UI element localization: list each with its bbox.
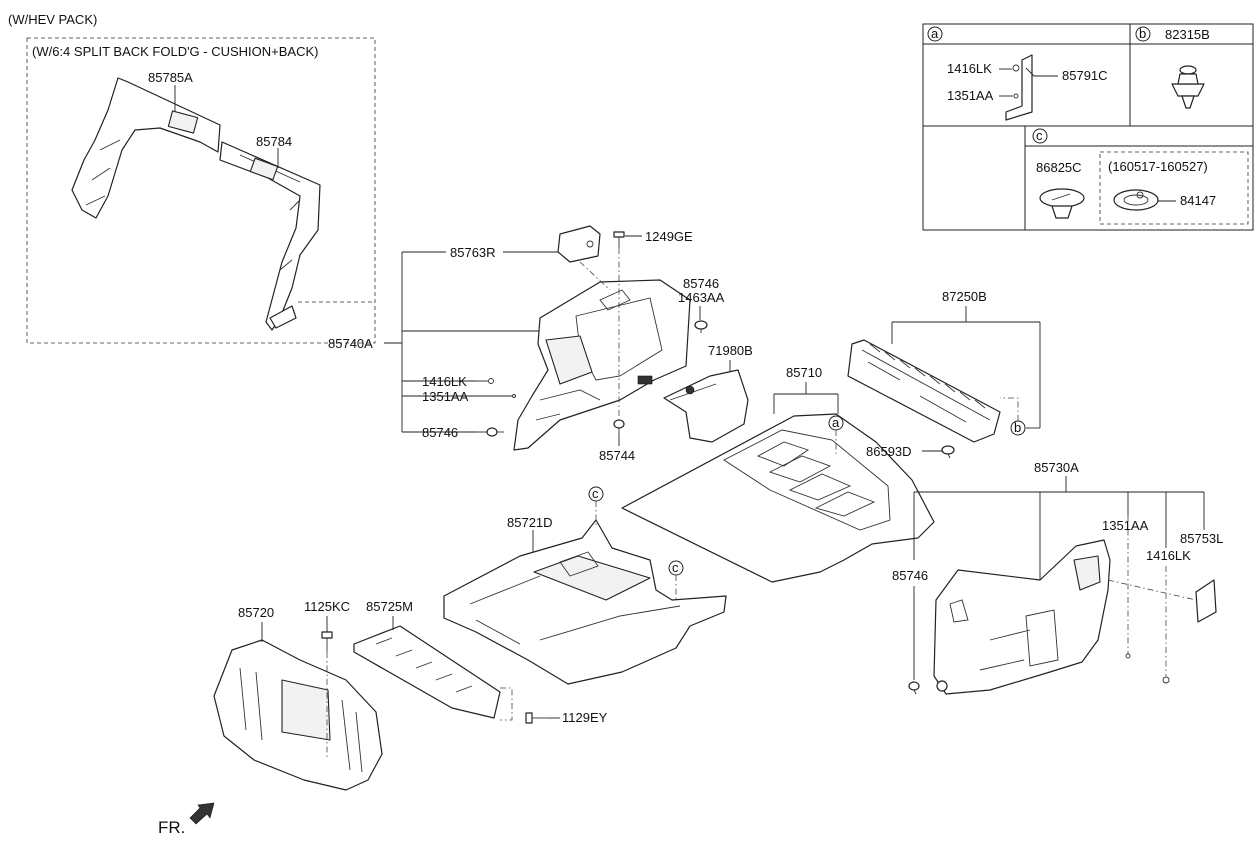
label-85710: 85710 (786, 365, 822, 380)
legend-c-dashed-box (1099, 151, 1249, 225)
label-85740A: 85740A (328, 336, 373, 351)
bolt-1249GE-icon (613, 231, 625, 248)
bracket-85730A (913, 476, 1205, 580)
clip-85746-top-icon (694, 320, 708, 333)
bracket-87250B (891, 306, 1041, 429)
part-71980B[interactable] (663, 369, 749, 443)
bracket-85791C-icon (1005, 54, 1033, 121)
part-85730A[interactable] (933, 539, 1111, 695)
part-85763R[interactable] (557, 225, 601, 263)
label-85785A: 85785A (148, 70, 193, 85)
label-86593D: 86593D (866, 444, 912, 459)
nut-1351AA-left-icon (512, 394, 516, 398)
plug-86825C-icon (1039, 188, 1085, 219)
pack-header: (W/HEV PACK) (8, 12, 97, 27)
label-1463AA: 1463AA (678, 290, 725, 305)
clip-85744-icon (613, 419, 625, 436)
legend-table (922, 23, 1254, 231)
part-85740A[interactable] (513, 279, 691, 451)
label-85744: 85744 (599, 448, 635, 463)
label-1416LK-left: 1416LK (422, 374, 467, 389)
label-85753L: 85753L (1180, 531, 1223, 546)
legend-85791C: 85791C (1062, 68, 1108, 83)
split-fold-dashed-box (26, 37, 376, 344)
label-1249GE: 1249GE (645, 229, 693, 244)
legend-1416LK: 1416LK (947, 61, 992, 76)
front-arrow-icon (189, 802, 215, 825)
label-71980B: 71980B (708, 343, 753, 358)
label-85784: 85784 (256, 134, 292, 149)
legend-b-circle (1135, 26, 1151, 42)
bracket-85740A (384, 251, 540, 433)
label-85720: 85720 (238, 605, 274, 620)
part-85753L[interactable] (1195, 579, 1217, 623)
clip-85746-left-icon (486, 427, 504, 437)
part-85725M[interactable] (353, 625, 501, 719)
label-87250B: 87250B (942, 289, 987, 304)
split-fold-header: (W/6:4 SPLIT BACK FOLD'G - CUSHION+BACK) (32, 44, 319, 59)
bolt-1129EY-icon (525, 712, 548, 724)
part-87250B[interactable] (847, 339, 1001, 443)
label-85730A: 85730A (1034, 460, 1079, 475)
clip-82315B-icon (1171, 65, 1205, 109)
front-direction-label: FR. (158, 818, 185, 837)
legend-1351AA: 1351AA (947, 88, 994, 103)
nut-1351AA-right-icon (1125, 653, 1131, 659)
callout-b-letter: b (1014, 420, 1021, 435)
label-85721D: 85721D (507, 515, 553, 530)
label-85725M: 85725M (366, 599, 413, 614)
legend-86825C: 86825C (1036, 160, 1082, 175)
legend-c-circle (1032, 128, 1048, 144)
label-1351AA-right: 1351AA (1102, 518, 1149, 533)
screw-1416LK-right-icon (1162, 676, 1170, 684)
clip-86593D-icon (941, 445, 955, 459)
label-1416LK-right: 1416LK (1146, 548, 1191, 563)
part-85784[interactable] (219, 141, 321, 331)
legend-b-letter: b (1139, 26, 1146, 41)
label-1125KC: 1125KC (304, 599, 350, 614)
label-85746-top: 85746 (683, 276, 719, 291)
legend-a-letter: a (931, 26, 939, 41)
label-85763R: 85763R (450, 245, 496, 260)
legend-a-circle (927, 26, 943, 42)
callout-c-right-letter: c (672, 560, 679, 575)
part-85785A[interactable] (71, 77, 221, 219)
label-1351AA-left: 1351AA (422, 389, 469, 404)
part-85721D[interactable] (443, 519, 727, 685)
clip-85746-right-icon (908, 681, 920, 695)
callout-c-top-letter: c (592, 486, 599, 501)
label-1129EY: 1129EY (562, 710, 608, 725)
label-85746-right: 85746 (892, 568, 928, 583)
bracket-85710 (773, 382, 839, 414)
plug-84147-icon (1113, 189, 1159, 211)
label-85746-left: 85746 (422, 425, 458, 440)
screw-1416LK-left-icon (488, 378, 494, 384)
part-85720[interactable] (213, 639, 383, 791)
legend-date-range: (160517-160527) (1108, 159, 1208, 174)
legend-b-part: 82315B (1165, 27, 1210, 42)
callout-a-letter: a (832, 415, 840, 430)
part-85710[interactable] (621, 413, 935, 583)
legend-c-letter: c (1036, 128, 1043, 143)
legend-84147: 84147 (1180, 193, 1216, 208)
bolt-1125KC-icon (321, 631, 333, 652)
